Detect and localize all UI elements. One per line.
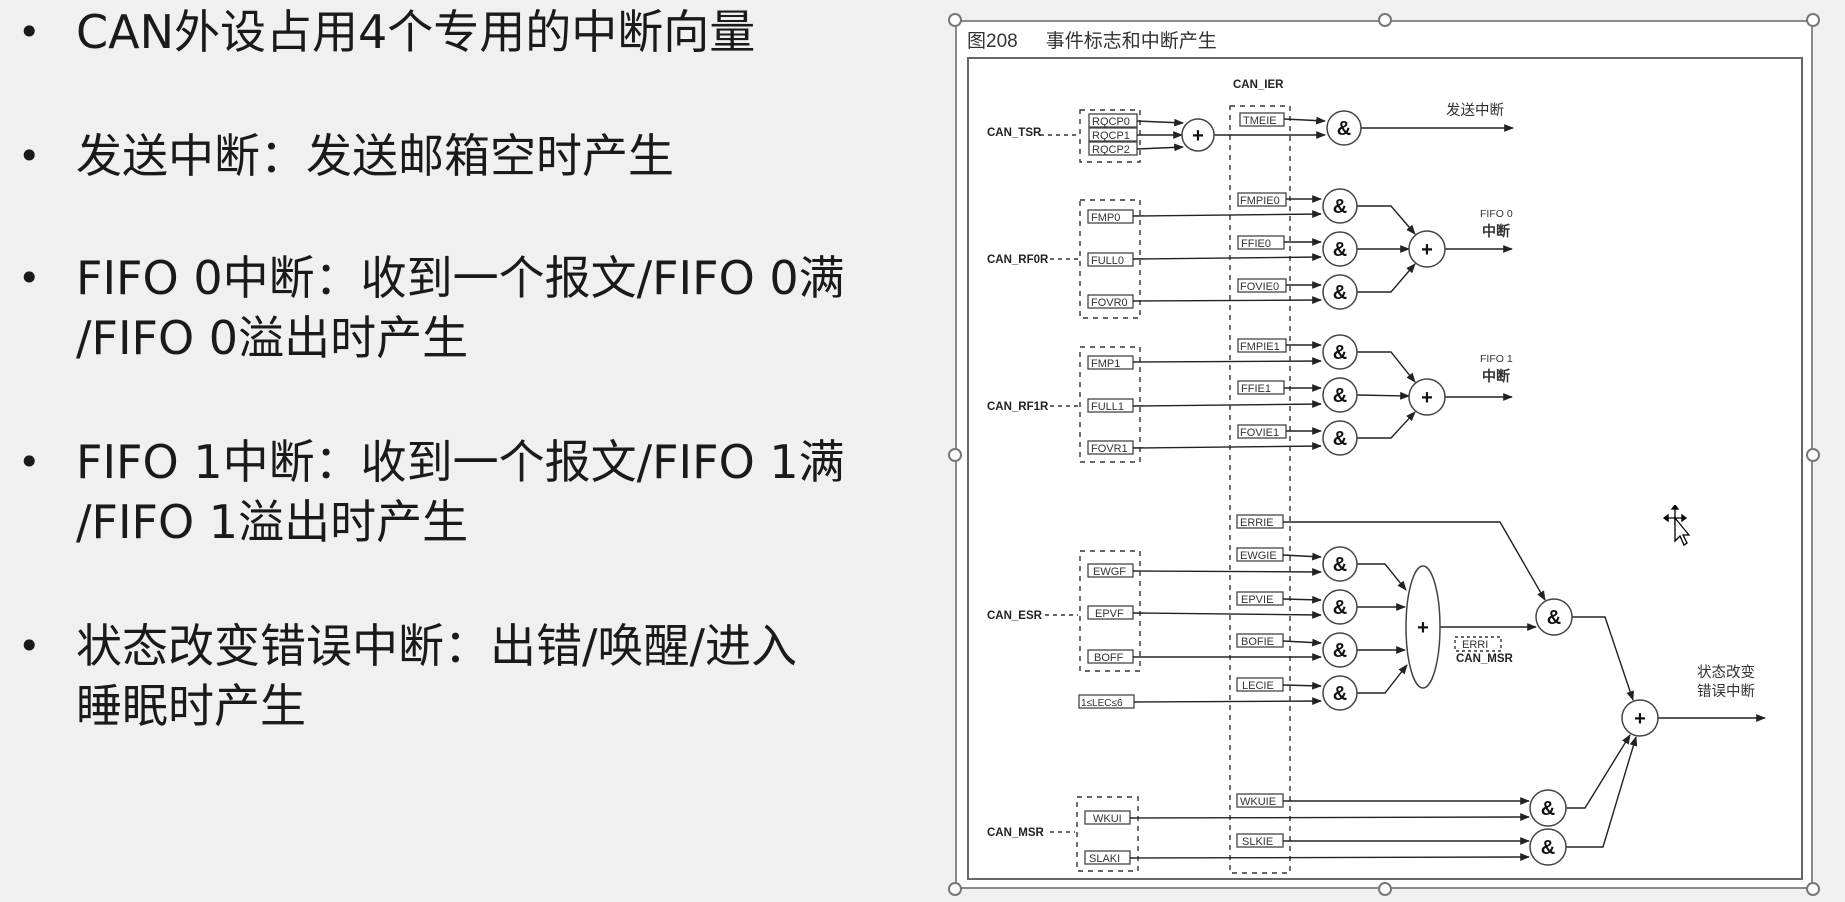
flag-fmp0: FMP0: [1091, 212, 1120, 224]
output-label-fifo0-line1: FIFO 0: [1480, 208, 1513, 220]
ier-dashed-box: [1229, 105, 1291, 874]
flag-fovr0: FOVR0: [1091, 297, 1128, 309]
move-cursor-icon: [1662, 505, 1690, 546]
register-label-can-esr: CAN_ESR: [987, 610, 1043, 622]
figure-number: 图208: [967, 31, 1018, 52]
register-label-can-rf0r: CAN_RF0R: [987, 254, 1049, 266]
flag-epvf: EPVF: [1095, 608, 1124, 620]
flag-erri: ERRI: [1462, 639, 1488, 651]
resize-handle-top-right[interactable]: [1806, 13, 1820, 27]
and-symbol: &: [1337, 118, 1351, 140]
flag-full0: FULL0: [1091, 255, 1124, 267]
resize-handle-bottom[interactable]: [1378, 882, 1392, 896]
flag-rqcp1: RQCP1: [1092, 130, 1130, 142]
flag-boff: BOFF: [1094, 652, 1124, 664]
or-gate-fifo0: [1408, 230, 1446, 268]
register-label-can-ier: CAN_IER: [1233, 79, 1284, 91]
and-symbol: &: [1333, 554, 1347, 576]
flag-fovr1: FOVR1: [1091, 443, 1128, 455]
output-label-transmit: 发送中断: [1446, 102, 1504, 119]
bullet-text: FIFO 1中断：收到一个报文/FIFO 1满 /FIFO 1溢出时产生: [76, 435, 845, 549]
and-symbol: &: [1541, 798, 1555, 820]
and-gate-transmit: [1326, 110, 1362, 146]
and-symbol: &: [1333, 640, 1347, 662]
enable-epvie: EPVIE: [1241, 594, 1273, 606]
enable-fmpie0: FMPIE0: [1240, 195, 1280, 207]
flag-lec-range: 1≤LEC≤6: [1081, 698, 1123, 709]
resize-handle-bottom-left[interactable]: [948, 882, 962, 896]
bullet-text: CAN外设占用4个专用的中断向量: [76, 5, 756, 59]
or-symbol: +: [1421, 387, 1433, 409]
enable-fovie1: FOVIE1: [1240, 427, 1279, 439]
enable-tmeie: TMEIE: [1243, 115, 1277, 127]
bullet-marker: •: [18, 624, 41, 668]
and-symbol: &: [1333, 597, 1347, 619]
bullet-marker: •: [18, 134, 41, 178]
enable-fovie0: FOVIE0: [1240, 281, 1279, 293]
register-label-can-msr: CAN_MSR: [987, 827, 1045, 839]
enable-errie: ERRIE: [1240, 517, 1274, 529]
figure-title: 事件标志和中断产生: [1045, 30, 1217, 52]
flag-slaki: SLAKI: [1089, 853, 1120, 865]
flag-full1: FULL1: [1091, 401, 1124, 413]
and-symbol: &: [1333, 239, 1347, 261]
and-symbol: &: [1547, 607, 1561, 629]
enable-ffie0: FFIE0: [1241, 238, 1271, 250]
register-label-erri-msr: CAN_MSR: [1456, 653, 1514, 665]
bullet-text: 发送中断：发送邮箱空时产生: [76, 129, 674, 183]
output-label-status-line1: 状态改变: [1697, 664, 1755, 681]
bullet-marker: •: [18, 10, 41, 54]
and-symbol: &: [1333, 385, 1347, 407]
enable-ffie1: FFIE1: [1241, 383, 1271, 395]
or-gate-error: [1405, 565, 1441, 689]
output-label-fifo0-line2: 中断: [1482, 223, 1510, 240]
register-label-can-tsr: CAN_TSR: [987, 127, 1042, 139]
figure-caption: 图208 事件标志和中断产生: [967, 26, 1217, 53]
output-label-status-line2: 错误中断: [1697, 683, 1755, 700]
output-label-fifo1-line2: 中断: [1482, 368, 1510, 385]
or-symbol: +: [1634, 708, 1646, 730]
flag-rqcp2: RQCP2: [1092, 144, 1130, 156]
flag-wkui: WKUI: [1093, 813, 1122, 825]
enable-fmpie1: FMPIE1: [1240, 341, 1280, 353]
flag-fmp1: FMP1: [1091, 358, 1120, 370]
and-gate-erri: [1535, 598, 1573, 636]
bullet-text: 状态改变错误中断：出错/唤醒/进入 睡眠时产生: [76, 619, 797, 733]
enable-lecie: LECIE: [1242, 680, 1274, 692]
enable-bofie: BOFIE: [1241, 636, 1274, 648]
bullet-marker: •: [18, 256, 41, 300]
or-gate-transmit: [1181, 118, 1215, 152]
or-symbol: +: [1421, 239, 1433, 261]
diagram-border: [967, 57, 1803, 880]
bullet-text: FIFO 0中断：收到一个报文/FIFO 0满 /FIFO 0溢出时产生: [76, 251, 845, 365]
and-symbol: &: [1333, 196, 1347, 218]
resize-handle-left[interactable]: [948, 448, 962, 462]
and-symbol: &: [1541, 837, 1555, 859]
enable-slkie: SLKIE: [1242, 836, 1273, 848]
output-label-fifo1-line1: FIFO 1: [1480, 353, 1513, 365]
bullet-marker: •: [18, 440, 41, 484]
or-gate-status-change: [1621, 699, 1659, 737]
or-symbol: +: [1417, 617, 1429, 639]
and-symbol: &: [1333, 342, 1347, 364]
and-symbol: &: [1333, 683, 1347, 705]
and-symbol: &: [1333, 282, 1347, 304]
enable-ewgie: EWGIE: [1240, 550, 1277, 562]
register-label-can-rf1r: CAN_RF1R: [987, 401, 1049, 413]
flag-rqcp0: RQCP0: [1092, 116, 1130, 128]
or-gate-fifo1: [1408, 378, 1446, 416]
resize-handle-bottom-right[interactable]: [1806, 882, 1820, 896]
resize-handle-right[interactable]: [1806, 448, 1820, 462]
flag-ewgf: EWGF: [1093, 566, 1126, 578]
resize-handle-top-left[interactable]: [948, 13, 962, 27]
enable-wkuie: WKUIE: [1240, 796, 1276, 808]
and-symbol: &: [1333, 428, 1347, 450]
or-symbol: +: [1192, 125, 1204, 147]
resize-handle-top[interactable]: [1378, 13, 1392, 27]
